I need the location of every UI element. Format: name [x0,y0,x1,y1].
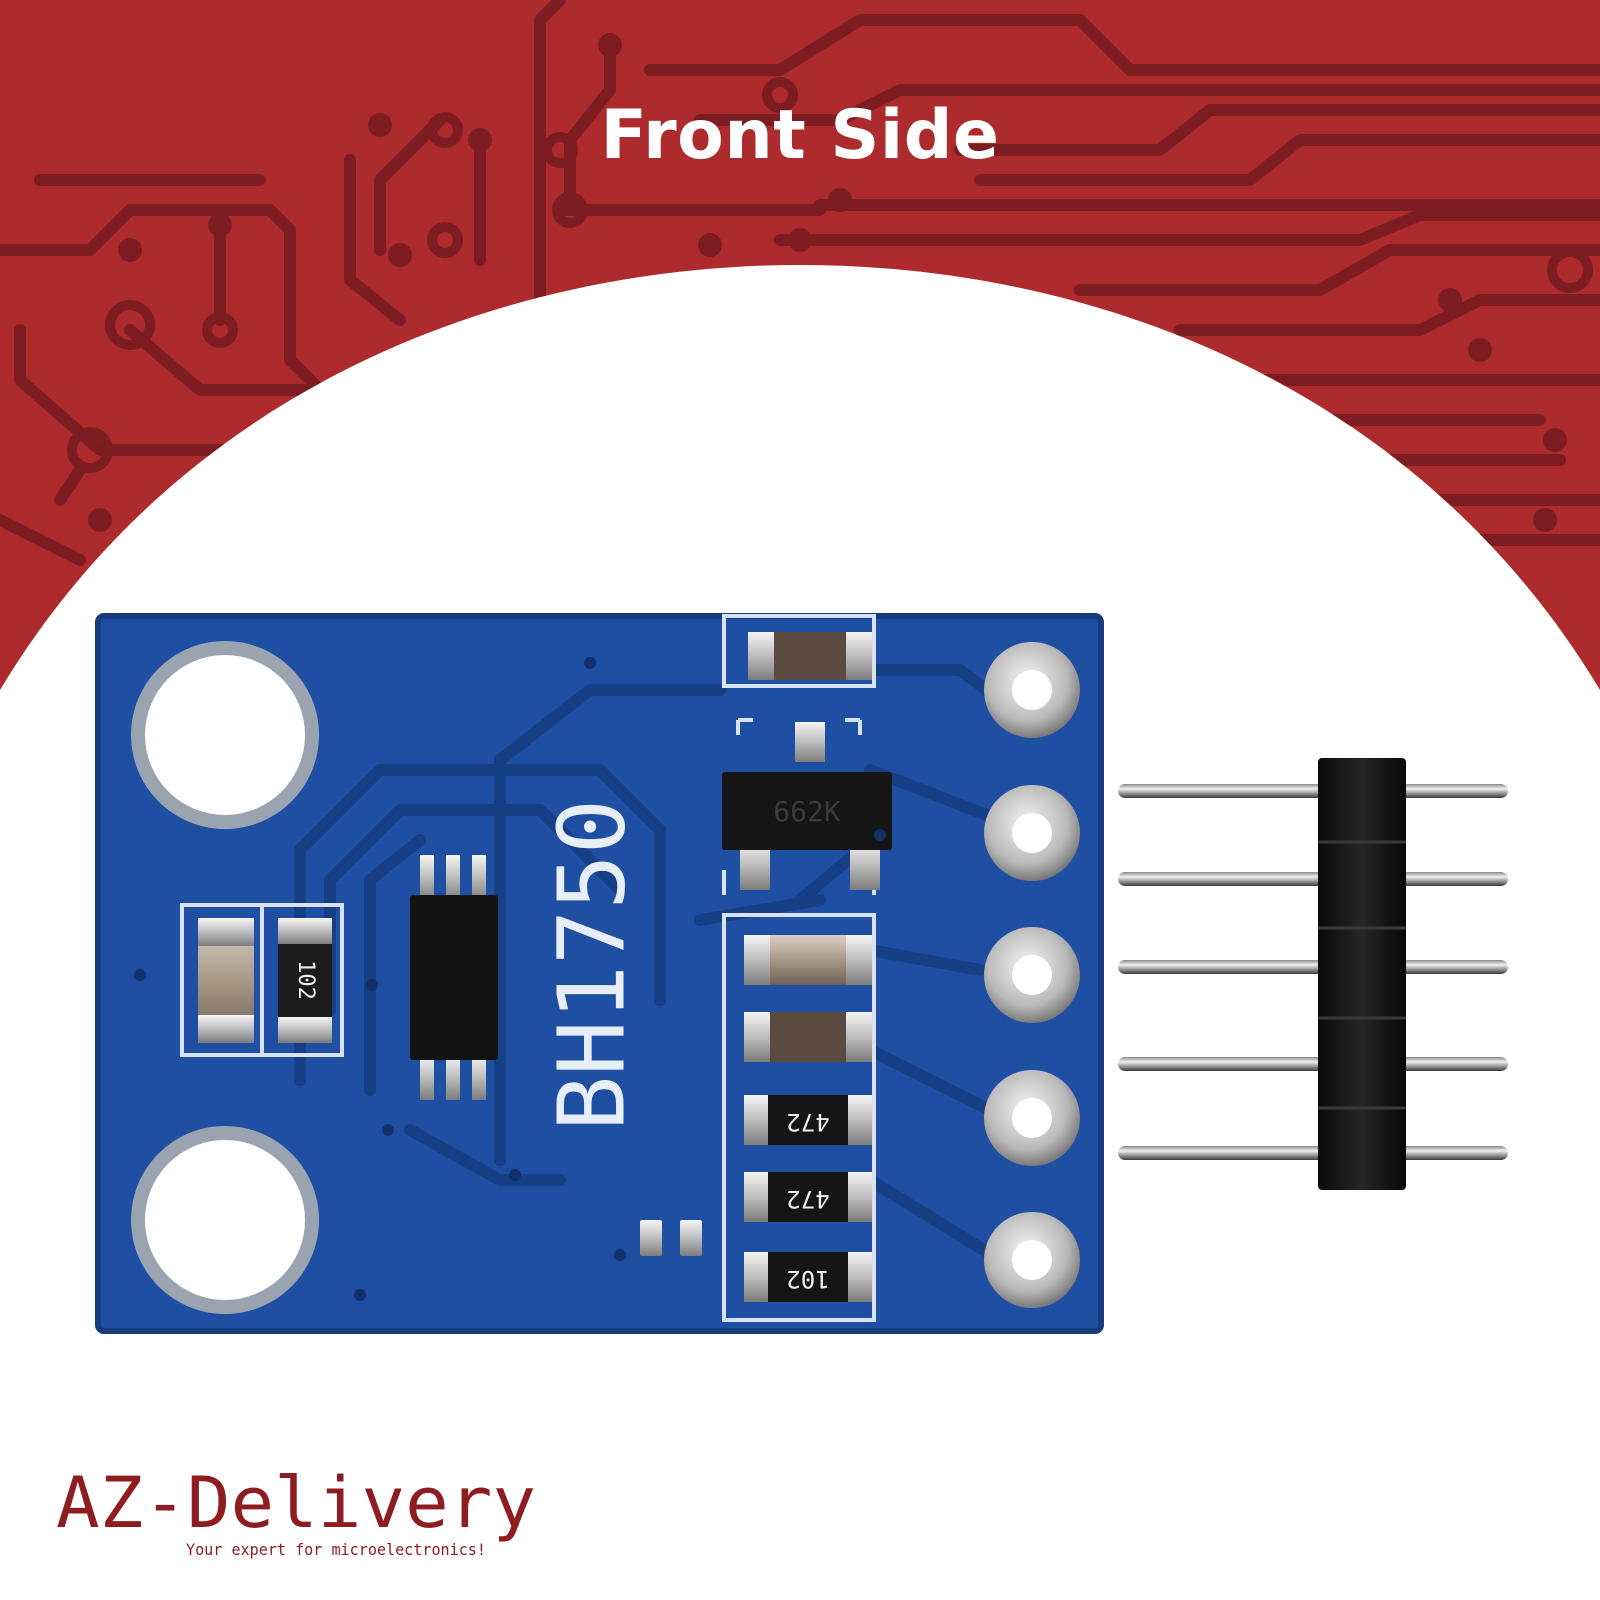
pin-pad-4 [984,1070,1080,1166]
page-title: Front Side [600,96,1000,175]
brand-logo: AZ-Delivery Your expert for microelectro… [56,1465,536,1559]
smd-resistor-left: 102 [278,918,332,1043]
circuit-ring-nodes [67,77,1593,473]
regulator-code: 662K [773,795,841,828]
smd-resistor-2: 472 [744,1172,872,1222]
pin-pad-1 [984,642,1080,738]
mounting-hole-bottom [131,1126,319,1314]
small-solder-pads [640,1220,702,1256]
resistor-code-3: 102 [786,1265,829,1293]
resistor-code-1: 472 [786,1108,829,1136]
pcb-vias [134,657,886,1301]
smd-resistor-1: 472 [744,1095,872,1145]
pin-pad-3 [984,927,1080,1023]
smd-capacitor-top [748,632,872,680]
circuit-node-dots [88,33,1567,532]
brand-name: AZ-Delivery [56,1465,536,1544]
mounting-hole-top [131,641,319,829]
resistor-code-left: 102 [293,960,318,1000]
smd-resistor-3: 102 [744,1252,872,1302]
smd-capacitor-2 [744,1012,872,1062]
brand-tagline: Your expert for microelectronics! [186,1540,486,1559]
bh1750-sensor-board: 102 BH1750 662K [95,613,1104,1334]
pin-pad-2 [984,785,1080,881]
resistor-code-2: 472 [786,1185,829,1213]
bh1750-ic-chip [410,855,498,1100]
smd-capacitor-1 [744,935,872,985]
pin-pad-5 [984,1212,1080,1308]
voltage-regulator: 662K [722,722,892,890]
pin-header-strip [1118,758,1508,1190]
smd-capacitor-left [198,918,254,1043]
chip-label-silkscreen: BH1750 [538,799,645,1131]
